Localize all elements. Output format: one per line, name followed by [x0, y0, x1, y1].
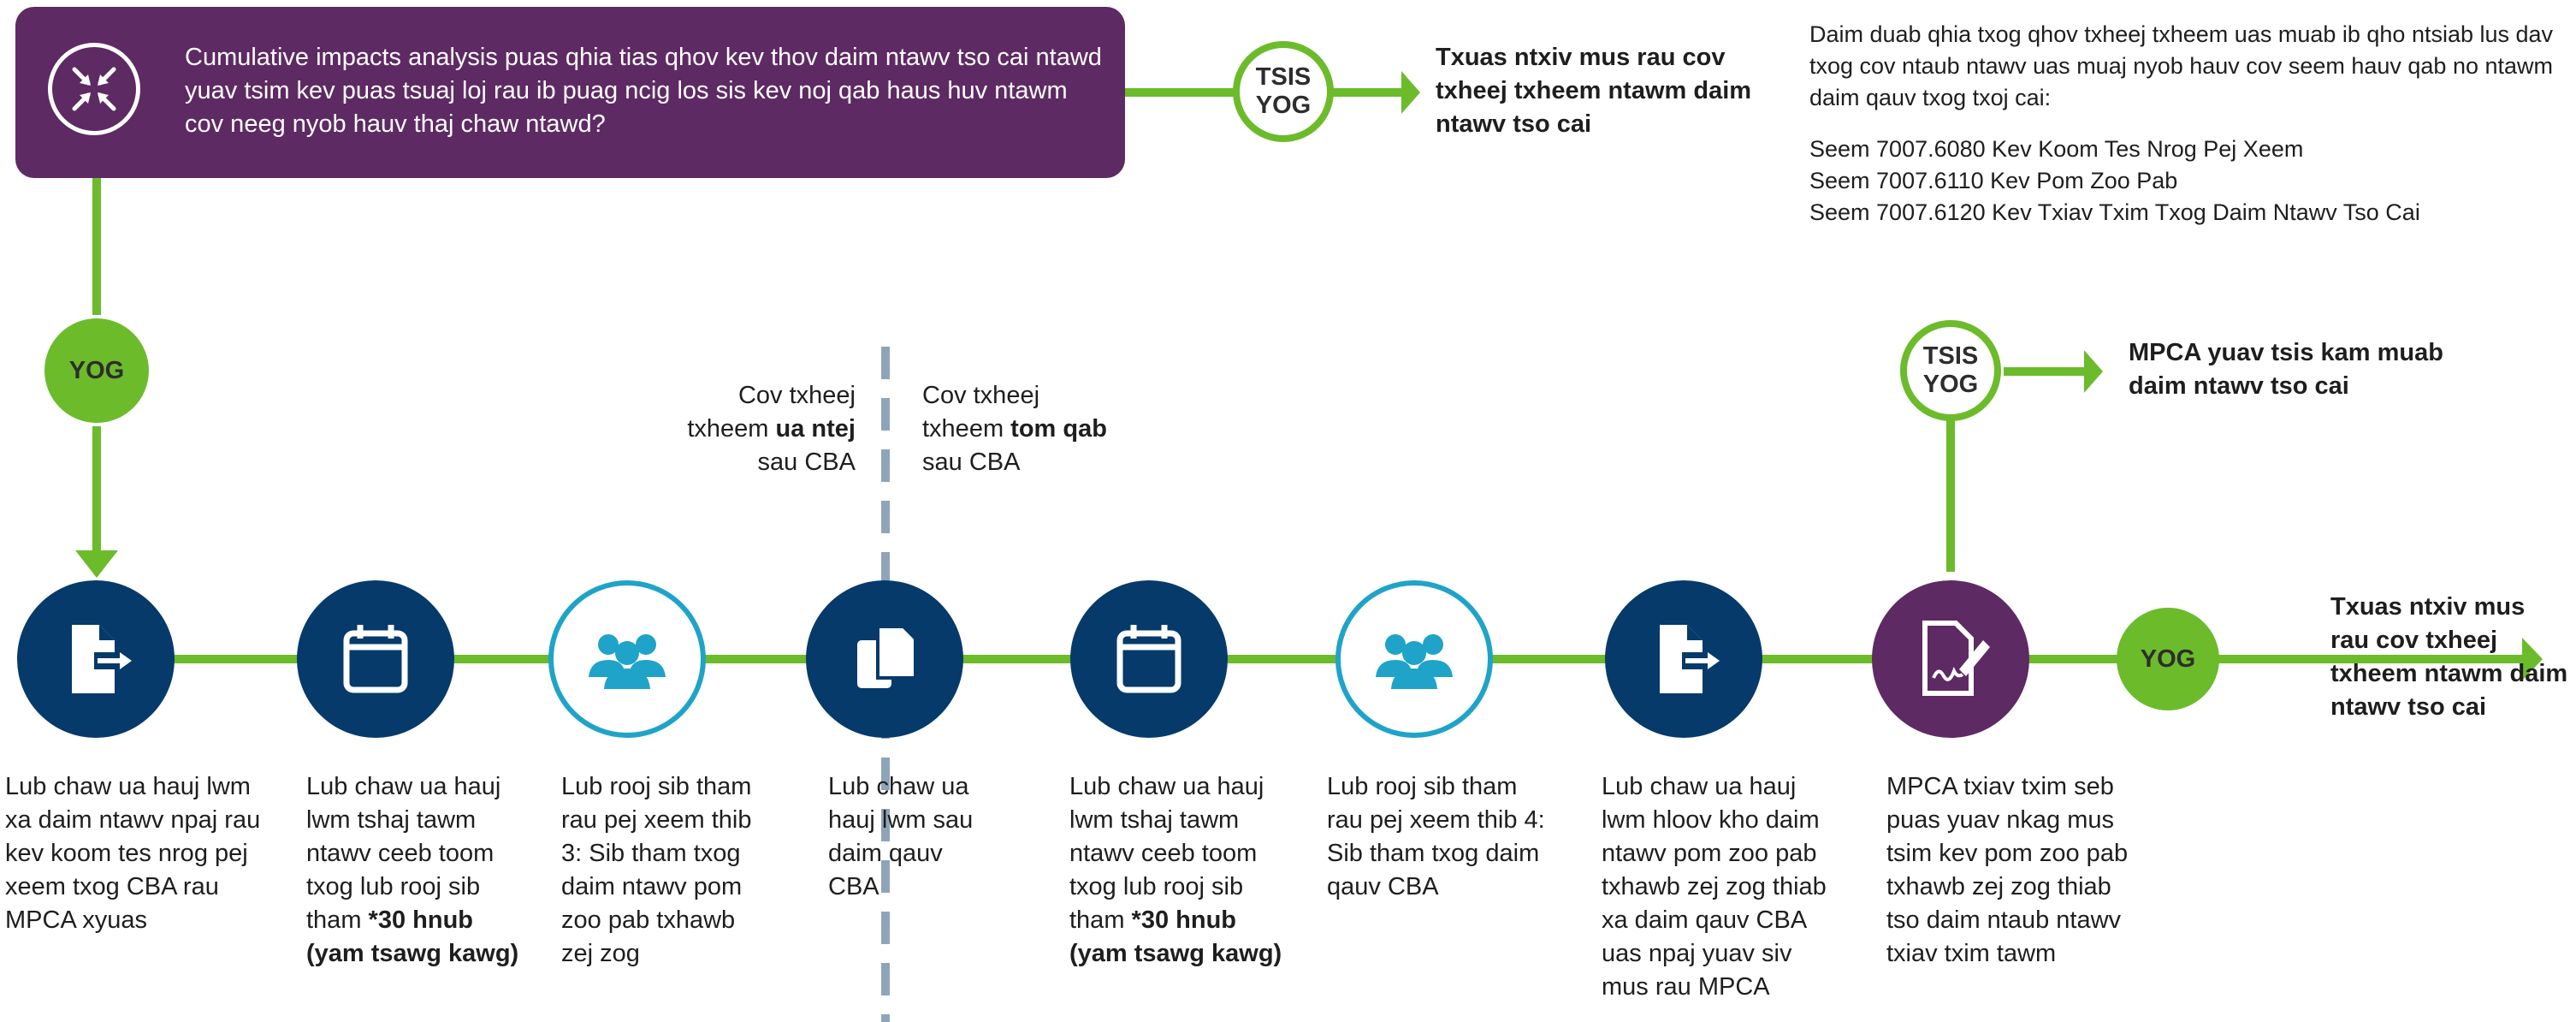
rule-section-3: Seem 7007.6120 Kev Txiav Txim Txog Daim … — [1809, 199, 2420, 225]
step-7-node — [1605, 580, 1762, 738]
phase-before-cba: Cov txheej txheem ua ntej sau CBA — [687, 382, 856, 476]
phase-after-cba: Cov txheej txheem tom qab sau CBA — [922, 382, 1107, 476]
rule-section-1: Seem 7007.6080 Kev Koom Tes Nrog Pej Xee… — [1809, 136, 2304, 162]
question-text: Cumulative impacts analysis puas qhia ti… — [185, 44, 1102, 138]
people-group-icon — [589, 634, 666, 689]
copy-documents-icon — [857, 625, 917, 688]
step-8-node — [1872, 580, 2029, 738]
signed-document-icon — [1922, 621, 1990, 696]
final-yes-result: Txuas ntxiv mus rau cov txheej txheem nt… — [2330, 593, 2568, 721]
question-box: Cumulative impacts analysis puas qhia ti… — [15, 7, 1125, 178]
step-6-text: Lub rooj sib tham rau pej xeem thib 4: S… — [1327, 773, 1545, 900]
step-5-node — [1070, 580, 1228, 738]
final-yes-decision: YOG — [2117, 608, 2219, 710]
step-2-text: Lub chaw ua hauj lwm tshaj tawm ntawv ce… — [306, 773, 519, 967]
arrows-inward-icon — [48, 43, 140, 135]
mpca-no-decision: TSIS YOG — [1900, 320, 2001, 421]
step-7-text: Lub chaw ua hauj lwm hloov kho daim ntaw… — [1602, 773, 1827, 1001]
calendar-icon — [1116, 625, 1181, 693]
yes-decision: YOG — [44, 318, 149, 423]
step-3-node — [548, 580, 706, 738]
step-4-text: Lub chaw ua hauj lwm sau daim qauv CBA — [828, 773, 974, 900]
info-intro: Daim duab qhia txog qhov txheej txheem u… — [1809, 21, 2554, 110]
step-6-node — [1335, 580, 1493, 738]
step-4-node — [806, 580, 963, 738]
top-no-decision: TSIS YOG — [1233, 41, 1334, 142]
step-1-text: Lub chaw ua hauj lwm xa daim ntawv npaj … — [5, 773, 261, 934]
step-5-text: Lub chaw ua hauj lwm tshaj tawm ntawv ce… — [1069, 773, 1282, 967]
step-3-text: Lub rooj sib tham rau pej xeem thib 3: S… — [561, 773, 752, 967]
people-group-icon — [1376, 634, 1453, 689]
step-1-node — [17, 580, 175, 738]
document-export-icon — [1660, 625, 1720, 693]
calendar-icon — [343, 625, 408, 693]
step-8-text: MPCA txiav txim seb puas yuav nkag mus t… — [1886, 773, 2129, 967]
top-no-result: Txuas ntxiv mus rau cov txheej txheem nt… — [1436, 44, 1752, 138]
mpca-no-result: MPCA yuav tsis kam muab daim ntawv tso c… — [2129, 339, 2443, 400]
document-export-icon — [72, 625, 132, 693]
rule-section-2: Seem 7007.6110 Kev Pom Zoo Pab — [1809, 168, 2178, 193]
step-2-node — [297, 580, 454, 738]
